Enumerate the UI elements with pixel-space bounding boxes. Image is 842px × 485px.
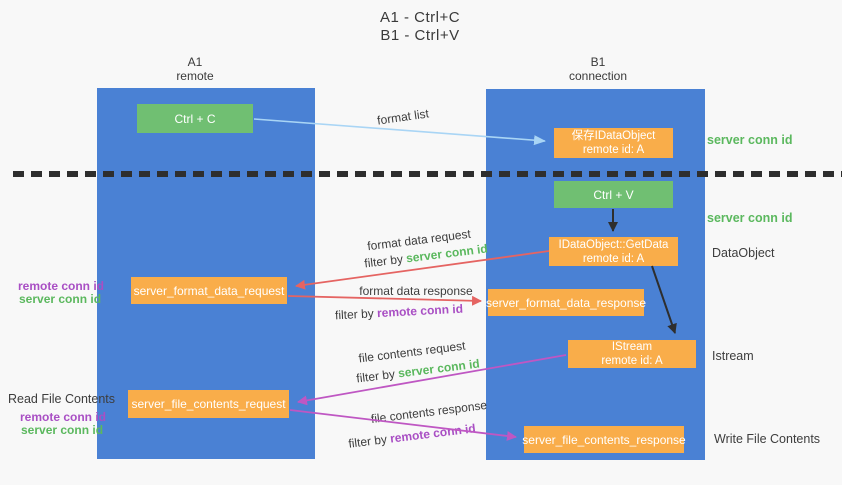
lifeline-b1-name: B1 <box>590 55 606 69</box>
title-line-2: B1 - Ctrl+V <box>380 27 460 44</box>
filter-by-text: filter by <box>363 251 404 271</box>
server-file-contents-response-label: server_file_contents_response <box>522 432 686 447</box>
istream-side-label: Istream <box>712 349 754 363</box>
server-format-data-response-label: server_format_data_response <box>485 295 647 310</box>
title-line-1: A1 - Ctrl+C <box>379 9 461 26</box>
read-file-contents-label: Read File Contents <box>8 392 116 406</box>
lifeline-header-a1: A1 remote <box>125 55 265 83</box>
istream-node: IStream remote id: A <box>568 340 696 368</box>
remote-conn-id-text: remote conn id <box>389 421 477 446</box>
server-file-contents-request-node: server_file_contents_request <box>128 390 289 418</box>
istream-line1: IStream <box>611 341 653 353</box>
lifeline-a1-role: remote <box>176 69 214 83</box>
ctrl-c-label: Ctrl + C <box>174 111 216 126</box>
server-conn-id-text: server conn id <box>397 356 481 381</box>
lifeline-header-b1: B1 connection <box>528 55 668 83</box>
save-dataobject-node: 保存IDataObject remote id: A <box>554 128 673 158</box>
filter-by-remote-conn-id-label-1: filter by remote conn id <box>335 302 464 323</box>
server-conn-id-side-label-mid: server conn id <box>707 211 793 225</box>
filter-by-remote-conn-id-label-2: filter by remote conn id <box>348 421 477 451</box>
dataobject-side-label: DataObject <box>712 246 775 260</box>
save-dataobject-line1: 保存IDataObject <box>571 130 656 142</box>
format-data-response-label: format data response <box>359 284 473 298</box>
remote-conn-id-side-label-2: remote conn id <box>20 410 107 424</box>
save-dataobject-line2: remote id: A <box>582 144 645 156</box>
server-conn-id-side-label-1: server conn id <box>19 292 102 306</box>
session-divider-dashed-line <box>13 171 842 177</box>
write-file-contents-label: Write File Contents <box>714 432 821 446</box>
ctrl-v-label: Ctrl + V <box>593 187 634 202</box>
server-conn-id-side-label-top: server conn id <box>707 133 793 147</box>
remote-conn-id-text: remote conn id <box>376 301 464 321</box>
lifeline-b1-role: connection <box>568 69 628 83</box>
server-format-data-request-node: server_format_data_request <box>131 277 287 304</box>
diagram-title: A1 - Ctrl+C B1 - Ctrl+V <box>300 9 540 45</box>
format-list-label: format list <box>376 106 430 128</box>
ctrl-c-node: Ctrl + C <box>137 104 253 133</box>
filter-by-text: filter by <box>334 306 375 323</box>
ctrl-v-node: Ctrl + V <box>554 181 673 208</box>
istream-line2: remote id: A <box>601 355 663 367</box>
server-format-data-request-label: server_format_data_request <box>133 283 285 298</box>
getdata-line1: IDataObject::GetData <box>558 238 669 251</box>
server-file-contents-request-label: server_file_contents_request <box>131 397 286 411</box>
getdata-node: IDataObject::GetData remote id: A <box>549 237 678 266</box>
getdata-line2: remote id: A <box>582 252 645 265</box>
lifeline-a1-name: A1 <box>187 55 203 69</box>
server-file-contents-response-node: server_file_contents_response <box>522 426 686 453</box>
server-conn-id-side-label-2: server conn id <box>21 423 104 437</box>
remote-conn-id-side-label-1: remote conn id <box>18 279 105 293</box>
filter-by-text: filter by <box>347 432 388 451</box>
server-format-data-response-node: server_format_data_response <box>485 289 647 316</box>
filter-by-text: filter by <box>355 366 396 386</box>
